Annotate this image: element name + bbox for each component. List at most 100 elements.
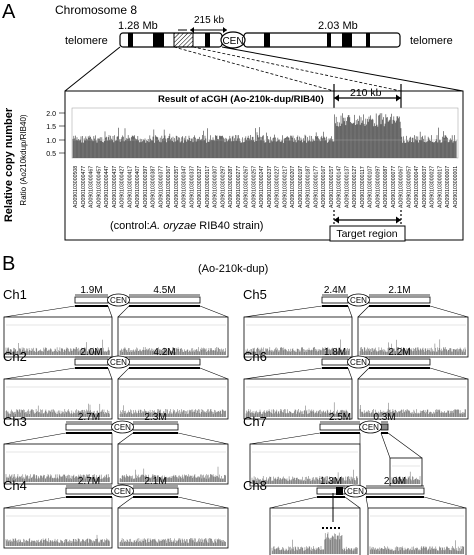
gene-id-label: AO090103000167 — [321, 166, 327, 208]
zoom-line-left — [64, 46, 121, 92]
mini-acgh-signal — [245, 339, 350, 355]
left-arm — [74, 358, 109, 366]
zoom-line — [380, 432, 391, 459]
centromere-label: CEN — [114, 423, 131, 432]
gene-id-label: AO090103000007 — [445, 166, 451, 208]
zoom-line — [387, 432, 423, 459]
zoom-line — [177, 496, 229, 509]
zoom-line — [429, 305, 469, 318]
duplicated-region — [336, 487, 343, 495]
gene-id-label: AO090103000467 — [89, 166, 95, 208]
left-arm — [321, 296, 349, 304]
centromere-label: CEN — [347, 487, 364, 496]
chromosome-name: Ch7 — [243, 414, 267, 429]
gene-id-label: AO090103000397 — [143, 166, 149, 208]
gene-id-label: AO090103000157 — [329, 166, 335, 208]
centromere — [107, 293, 130, 307]
zoom-line — [3, 367, 76, 380]
mini-acgh-plot — [269, 507, 361, 555]
gene-id-label: AO090103000037 — [422, 166, 428, 208]
left-arm — [319, 423, 361, 431]
zoom-line-dup-left — [173, 46, 335, 92]
right-arm — [128, 296, 201, 304]
zoom-line — [107, 305, 113, 318]
mini-acgh-signal — [5, 339, 110, 355]
gene-id-label: AO090103000377 — [158, 166, 164, 208]
panel-a-label: A — [2, 1, 16, 23]
gene-id-label: AO090103000187 — [306, 166, 312, 208]
zoom-line — [199, 367, 229, 380]
target-region-box — [329, 225, 406, 242]
gene-id-label: AO090103000137 — [344, 166, 350, 208]
right-arm-length: 2.2M — [388, 347, 410, 358]
centromere-label: CEN — [350, 296, 367, 305]
left-arm — [74, 296, 109, 304]
right-arm — [128, 358, 201, 366]
zoom-line — [347, 367, 353, 380]
chromosome-name: Ch8 — [243, 478, 267, 493]
gene-id-label: AO090103000217 — [282, 166, 288, 208]
right-arm-length: 4.5M — [153, 285, 175, 296]
gene-id-label: AO090103000477 — [81, 166, 87, 208]
left-arm-length: 1.3M — [320, 476, 342, 487]
zoom-line — [429, 367, 469, 380]
gene-id-label: AO090103000117 — [360, 166, 366, 208]
gene-id-label: AO090103000277 — [236, 166, 242, 208]
centromere — [220, 31, 246, 49]
mini-acgh-signal — [5, 403, 110, 417]
chromosome-name: Ch2 — [3, 349, 27, 364]
left-arm-size: 1.28 Mb — [118, 20, 158, 32]
centromere — [347, 293, 370, 307]
gene-id-label: AO090103000097 — [375, 166, 381, 208]
region-size-label: 210 kb — [350, 87, 382, 99]
gene-id-label: AO090103000197 — [298, 166, 304, 208]
gene-id-label: AO090103000257 — [251, 166, 257, 208]
acgh-signal-bars — [72, 113, 457, 158]
y-tick-label: 2.0 — [46, 111, 56, 118]
zoom-line-right — [221, 46, 464, 92]
zoom-line — [347, 305, 353, 318]
mini-acgh-plot — [3, 507, 113, 549]
left-arm — [65, 423, 113, 431]
gene-id-label: AO090103000267 — [244, 166, 250, 208]
gene-id-label: AO090103000337 — [189, 166, 195, 208]
telomere-left-label: telomere — [65, 35, 108, 47]
gene-id-label: AO090103000297 — [220, 166, 226, 208]
y-tick-label: 0.5 — [46, 151, 56, 158]
mini-acgh-signal — [245, 402, 350, 417]
gene-id-label: AO090103000387 — [151, 166, 157, 208]
zoom-line — [344, 496, 361, 509]
zoom-line — [269, 496, 318, 509]
zoom-line — [117, 432, 134, 445]
target-region-label: Target region — [336, 228, 397, 240]
mini-acgh-signal — [271, 532, 358, 554]
right-arm — [380, 423, 389, 431]
mini-acgh-signal — [119, 466, 226, 482]
control-caption: (control:A. oryzae RIB40 strain) — [110, 220, 263, 232]
gene-id-label: AO090103000327 — [197, 166, 203, 208]
mini-acgh-signal — [119, 405, 226, 417]
zoom-line — [117, 305, 130, 318]
zoom-line — [357, 367, 370, 380]
centromere-label: CEN — [114, 487, 131, 496]
gene-id-label: AO090103000417 — [127, 166, 133, 208]
centromere — [347, 355, 370, 369]
gene-id-label: AO090103000427 — [120, 166, 126, 208]
centromere — [111, 484, 134, 498]
gene-id-label: AO090103000237 — [267, 166, 273, 208]
mini-acgh-signal — [5, 534, 110, 546]
gene-id-label: AO090103000047 — [414, 166, 420, 208]
acgh-plot-title: Result of aCGH (Ao-210k-dup/RIB40) — [158, 94, 324, 105]
chromosome-title: Chromosome 8 — [55, 3, 137, 17]
centromere — [359, 420, 382, 434]
mini-acgh-plot — [357, 378, 469, 420]
left-arm-length: 2.7M — [78, 476, 100, 487]
right-arm — [365, 487, 425, 495]
zoom-line — [107, 367, 113, 380]
left-arm — [321, 358, 349, 366]
